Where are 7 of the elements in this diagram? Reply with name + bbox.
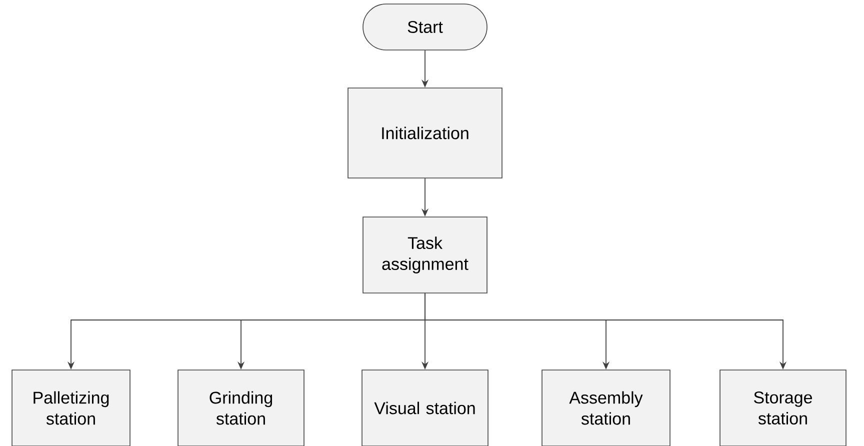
process-box: Visual station (362, 370, 488, 446)
process-box: Storage station (720, 370, 846, 446)
process-box: Task assignment (362, 216, 488, 294)
process-box: Grinding station (178, 370, 304, 446)
process-box: Initialization (348, 88, 502, 178)
process-box: Assembly station (542, 370, 670, 446)
process-box: Palletizing station (12, 370, 130, 446)
